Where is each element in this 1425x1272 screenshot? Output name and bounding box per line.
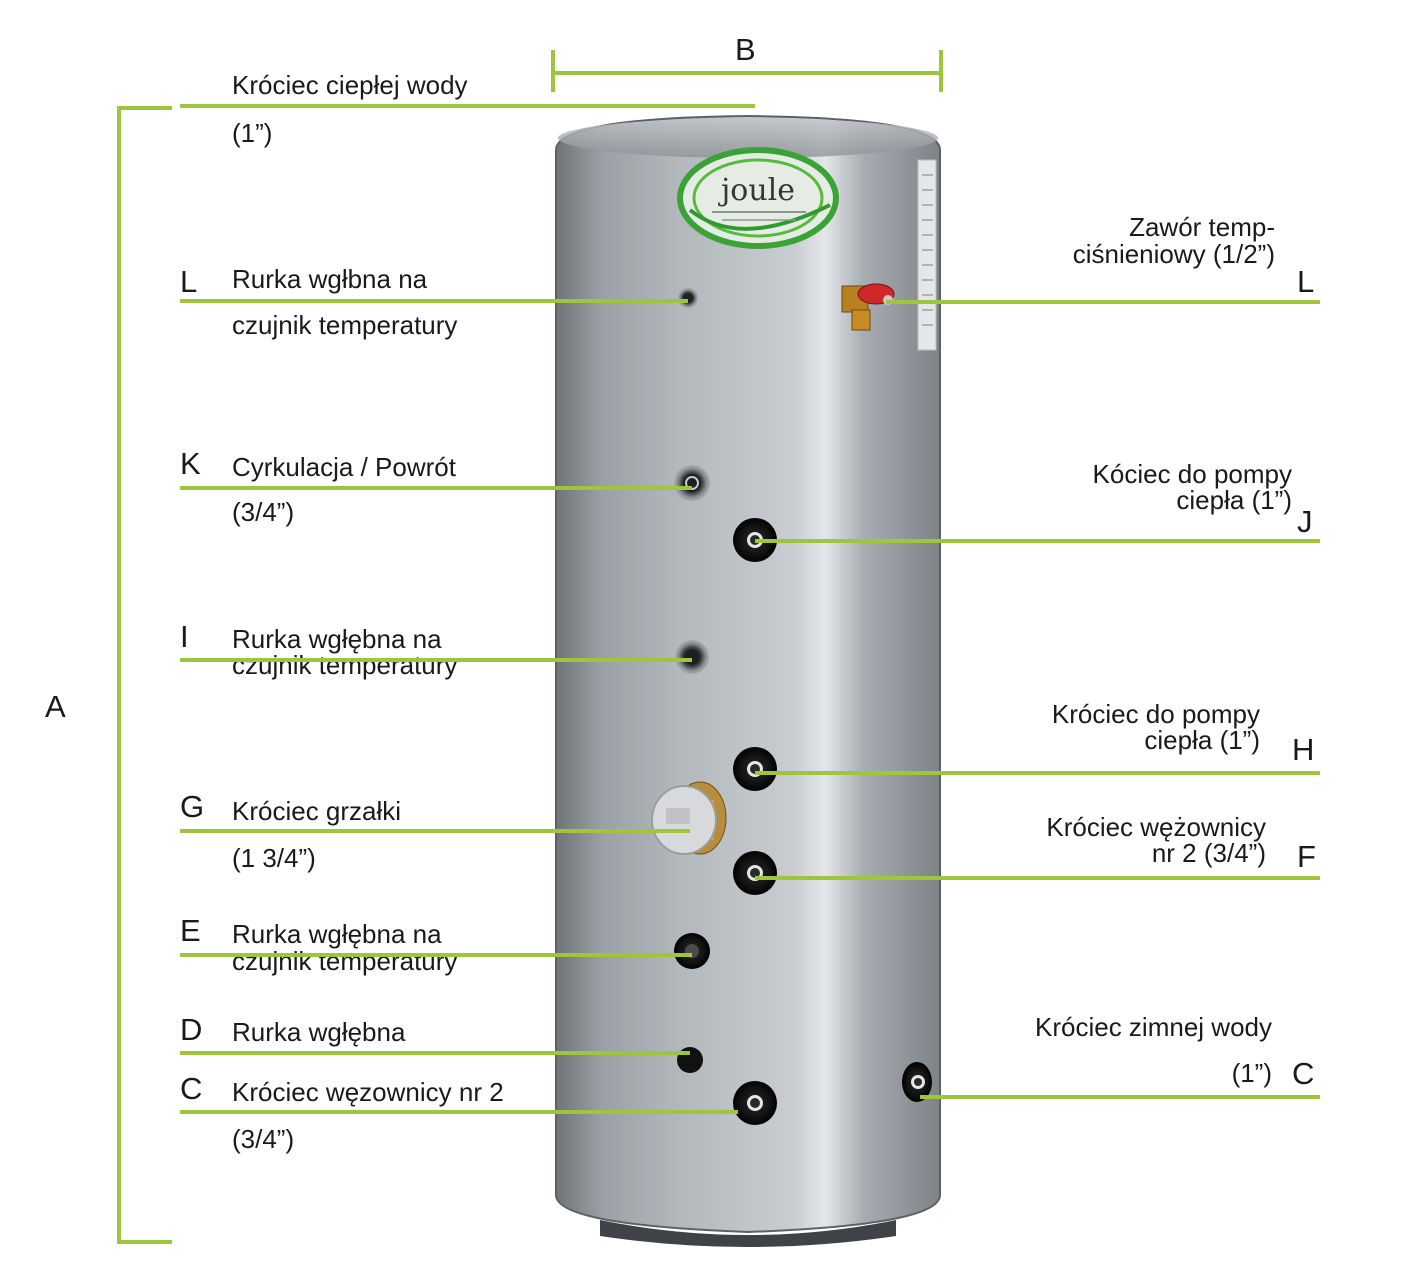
brand-logo-text: joule: [718, 173, 795, 208]
left-callout-line1: Rurka wgłbna na: [232, 264, 428, 294]
right-callout-letter: H: [1292, 732, 1315, 767]
left-callout-line1: Cyrkulacja / Powrót: [232, 452, 456, 482]
height-dimension-bottom-tick: [117, 1240, 172, 1244]
left-callout-line2: (3/4”): [232, 497, 295, 527]
right-callout-line2: ciepła (1”): [1144, 725, 1260, 755]
left-callout-leader: [180, 829, 690, 833]
right-callout-line1: Zawór temp-: [1129, 212, 1275, 242]
right-callout-line1: Króciec wężownicy: [1046, 812, 1266, 842]
right-callout-line2: ciśnieniowy (1/2”): [1072, 239, 1275, 269]
width-dimension-line: [551, 71, 943, 75]
height-dimension-line: [117, 106, 121, 1244]
left-callout-letter: G: [180, 789, 205, 824]
left-callout-leader: [180, 658, 692, 662]
right-callout-leader: [755, 771, 1320, 775]
right-callout-line2: (1”): [1231, 1058, 1272, 1088]
right-callout-leader: [755, 876, 1320, 880]
left-callout-leader: [180, 299, 688, 303]
right-callout-letter: L: [1297, 264, 1315, 299]
right-callout-line2: nr 2 (3/4”): [1151, 838, 1266, 868]
cylinder-bottom-shadow: [600, 1220, 896, 1247]
left-callout-letter: I: [180, 619, 189, 654]
height-dimension-top-tick: [117, 106, 172, 110]
left-callout-leader: [180, 953, 692, 957]
immersion-heater: [651, 781, 727, 855]
left-callout-line1: Rurka wgłębna na: [232, 624, 442, 654]
left-callout-line2: czujnik temperatury: [232, 650, 458, 680]
left-callout-line2: (3/4”): [232, 1124, 295, 1154]
width-dimension-right-tick: [939, 50, 943, 92]
hot-water-outlet-size: (1”): [232, 118, 273, 148]
right-callout-leader: [920, 1095, 1320, 1099]
left-callout-letter: C: [180, 1071, 203, 1106]
width-dimension-label: B: [735, 32, 756, 67]
left-callout-line2: czujnik temperatury: [232, 946, 458, 976]
right-callout-line1: Kóciec do pompy: [1092, 459, 1292, 489]
right-callout-letter: J: [1297, 504, 1313, 539]
right-callout-leader: [755, 539, 1320, 543]
left-callout-leader: [180, 1110, 738, 1114]
left-callout-line2: czujnik temperatury: [232, 310, 458, 340]
pressure-valve: [841, 283, 895, 331]
right-callout-letter: C: [1292, 1056, 1315, 1091]
width-dimension-left-tick: [551, 50, 555, 92]
left-callout-line2: (1 3/4”): [232, 843, 316, 873]
left-callout-leader: [180, 486, 692, 490]
left-callout-line1: Króciec grzałki: [232, 796, 402, 826]
cylinder-top-cap: [558, 118, 938, 158]
right-callout-leader: [886, 300, 1320, 304]
rating-plate: [917, 159, 937, 351]
left-callout-letter: E: [180, 913, 201, 948]
right-callout-line1: Króciec zimnej wody: [1035, 1012, 1272, 1042]
hot-water-outlet-label: Króciec ciepłej wody: [232, 70, 468, 100]
left-callout-letter: K: [180, 446, 201, 481]
right-callout-line1: Króciec do pompy: [1051, 699, 1260, 729]
right-callout-line2: ciepła (1”): [1176, 485, 1292, 515]
right-callout-letter: F: [1297, 839, 1316, 874]
height-dimension-label: A: [45, 689, 66, 724]
left-callout-leader: [180, 1051, 690, 1055]
cylinder-body: [555, 114, 941, 1234]
left-callout-letter: L: [180, 264, 198, 299]
joule-logo: joule: [677, 147, 839, 249]
hot-water-outlet-leader: [180, 104, 755, 108]
left-callout-line1: Rurka wgłębna na: [232, 919, 442, 949]
left-callout-letter: D: [180, 1012, 203, 1047]
left-callout-line1: Rurka wgłębna: [232, 1017, 406, 1047]
left-callout-line1: Króciec węzownicy nr 2: [232, 1077, 504, 1107]
